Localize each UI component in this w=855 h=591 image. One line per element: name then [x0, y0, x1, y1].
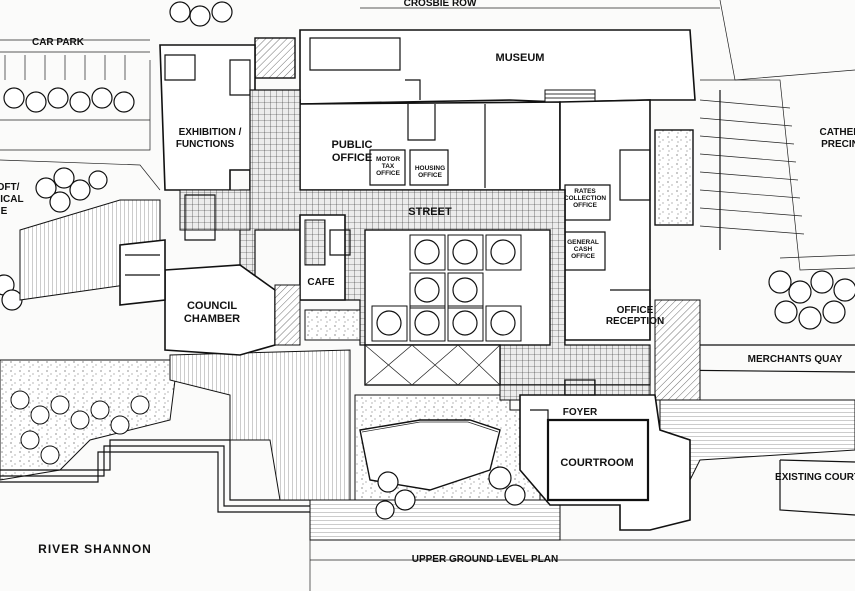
label-loft-line3: E [1, 206, 8, 217]
label-loft-line1: OFT/ [0, 182, 20, 193]
site-boundaries [0, 0, 855, 271]
garden-lower [354, 394, 541, 520]
trees-right [768, 270, 855, 330]
car-park-bays [0, 55, 150, 121]
arcade-lower [364, 344, 501, 386]
label-cathedral: CATHED [820, 127, 855, 138]
label-office-reception-line2: RECEPTION [606, 316, 664, 327]
label-housing-line1: HOUSING [415, 165, 445, 172]
label-street: STREET [408, 206, 452, 218]
museum-block [299, 29, 696, 105]
label-existing-courthouse: EXISTING COURTHOUS [775, 472, 855, 483]
label-general-cash-line2: CASH [574, 246, 593, 253]
label-exhibition-line1: EXHIBITION / [179, 127, 242, 138]
label-public-office-line1: PUBLIC [332, 139, 373, 151]
label-motor-tax-line1: MOTOR [376, 156, 400, 163]
cathedral-precinct-bays [699, 90, 805, 250]
label-rates-line2: COLLECTION [564, 195, 607, 202]
label-exhibition-line2: FUNCTIONS [176, 139, 235, 150]
label-office-reception-line1: OFFICE [617, 305, 654, 316]
label-council-line2: CHAMBER [184, 313, 240, 325]
label-car-park: CAR PARK [32, 37, 85, 48]
trees-left [0, 1, 233, 311]
label-courtroom: COURTROOM [560, 457, 633, 469]
existing-courthouse [779, 459, 855, 516]
courtyard-garden [304, 229, 551, 346]
courtroom-block [519, 379, 691, 531]
label-rates-line1: RATES [574, 188, 596, 195]
label-plan-title: UPPER GROUND LEVEL PLAN [412, 554, 559, 565]
label-rates-line3: OFFICE [573, 202, 597, 209]
label-housing-line2: OFFICE [418, 172, 442, 179]
plan-labels: CROSBIE ROW CAR PARK MUSEUM CATHED PRECI… [0, 0, 855, 565]
riverside-planting [0, 359, 176, 481]
label-cafe: CAFE [307, 277, 335, 288]
label-foyer: FOYER [563, 407, 598, 418]
boardwalk-terrace [169, 349, 855, 541]
council-chamber-block [119, 194, 301, 356]
stair-core-top [254, 37, 296, 79]
label-general-cash-line1: GENERAL [567, 239, 599, 246]
label-loft-line2: GICAL [0, 194, 24, 205]
label-river-shannon: RIVER SHANNON [38, 542, 152, 556]
label-museum: MUSEUM [496, 52, 545, 64]
label-motor-tax-line3: OFFICE [376, 170, 400, 177]
label-motor-tax-line2: TAX [382, 163, 395, 170]
label-public-office-line2: OFFICE [332, 152, 372, 164]
label-crosbie-row: CROSBIE ROW [404, 0, 477, 9]
merchants-quay-road [654, 299, 855, 401]
label-general-cash-line3: OFFICE [571, 253, 595, 260]
label-merchants-quay: MERCHANTS QUAY [748, 354, 843, 365]
label-precinct: PRECIN [821, 139, 855, 150]
cafe-block [299, 214, 351, 301]
label-council-line1: COUNCIL [187, 300, 237, 312]
